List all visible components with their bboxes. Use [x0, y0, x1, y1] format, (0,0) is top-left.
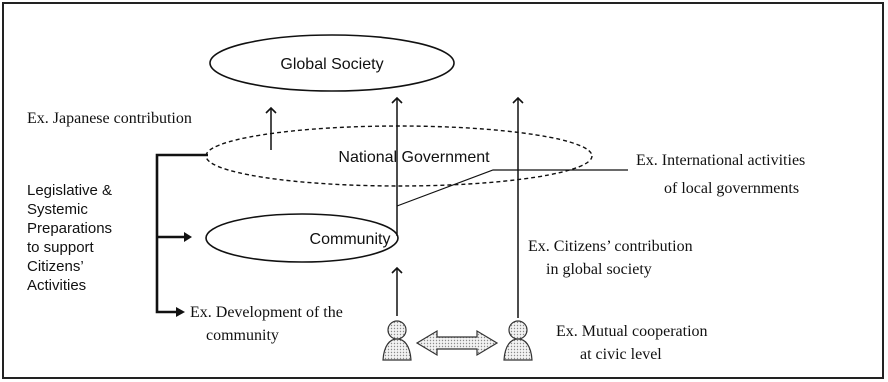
international-activities-connector: [396, 169, 628, 207]
citizens-contribution-note-line2: in global society: [546, 261, 652, 278]
international-activities-note-line2: of local governments: [664, 180, 799, 197]
global-society-ellipse: [209, 34, 455, 92]
community-ellipse: [205, 213, 399, 263]
legislative-label: Legislative & Systemic Preparations to s…: [27, 182, 112, 294]
legislative-label-line: Systemic: [27, 201, 88, 218]
mutual-cooperation-note-line2: at civic level: [580, 346, 662, 363]
global-society-label: Global Society: [280, 56, 383, 73]
legislative-label-line: Citizens’: [27, 258, 84, 275]
international-activities-note-line1: Ex. International activities: [636, 152, 805, 169]
development-note-line1: Ex. Development of the: [190, 304, 343, 321]
japanese-contribution-note: Ex. Japanese contribution: [27, 110, 192, 127]
national-government-label: National Government: [338, 149, 490, 166]
person-icon: [382, 320, 412, 361]
double-arrow-icon: [415, 329, 499, 357]
community-label: Community: [310, 231, 391, 248]
legislative-bracket: [155, 153, 208, 314]
legislative-label-line: to support: [27, 239, 95, 256]
legislative-label-line: Legislative &: [27, 182, 112, 199]
person-icon: [503, 320, 533, 361]
bracket-to-development-arrowhead: [176, 307, 185, 317]
development-note-line2: community: [206, 327, 279, 344]
legislative-label-line: Activities: [27, 277, 86, 294]
legislative-label-line: Preparations: [27, 220, 112, 237]
citizens-contribution-note-line1: Ex. Citizens’ contribution: [528, 238, 693, 255]
mutual-cooperation-note-line1: Ex. Mutual cooperation: [556, 323, 708, 340]
bracket-to-community-arrowhead: [184, 232, 192, 242]
national-government-ellipse: [205, 125, 593, 187]
